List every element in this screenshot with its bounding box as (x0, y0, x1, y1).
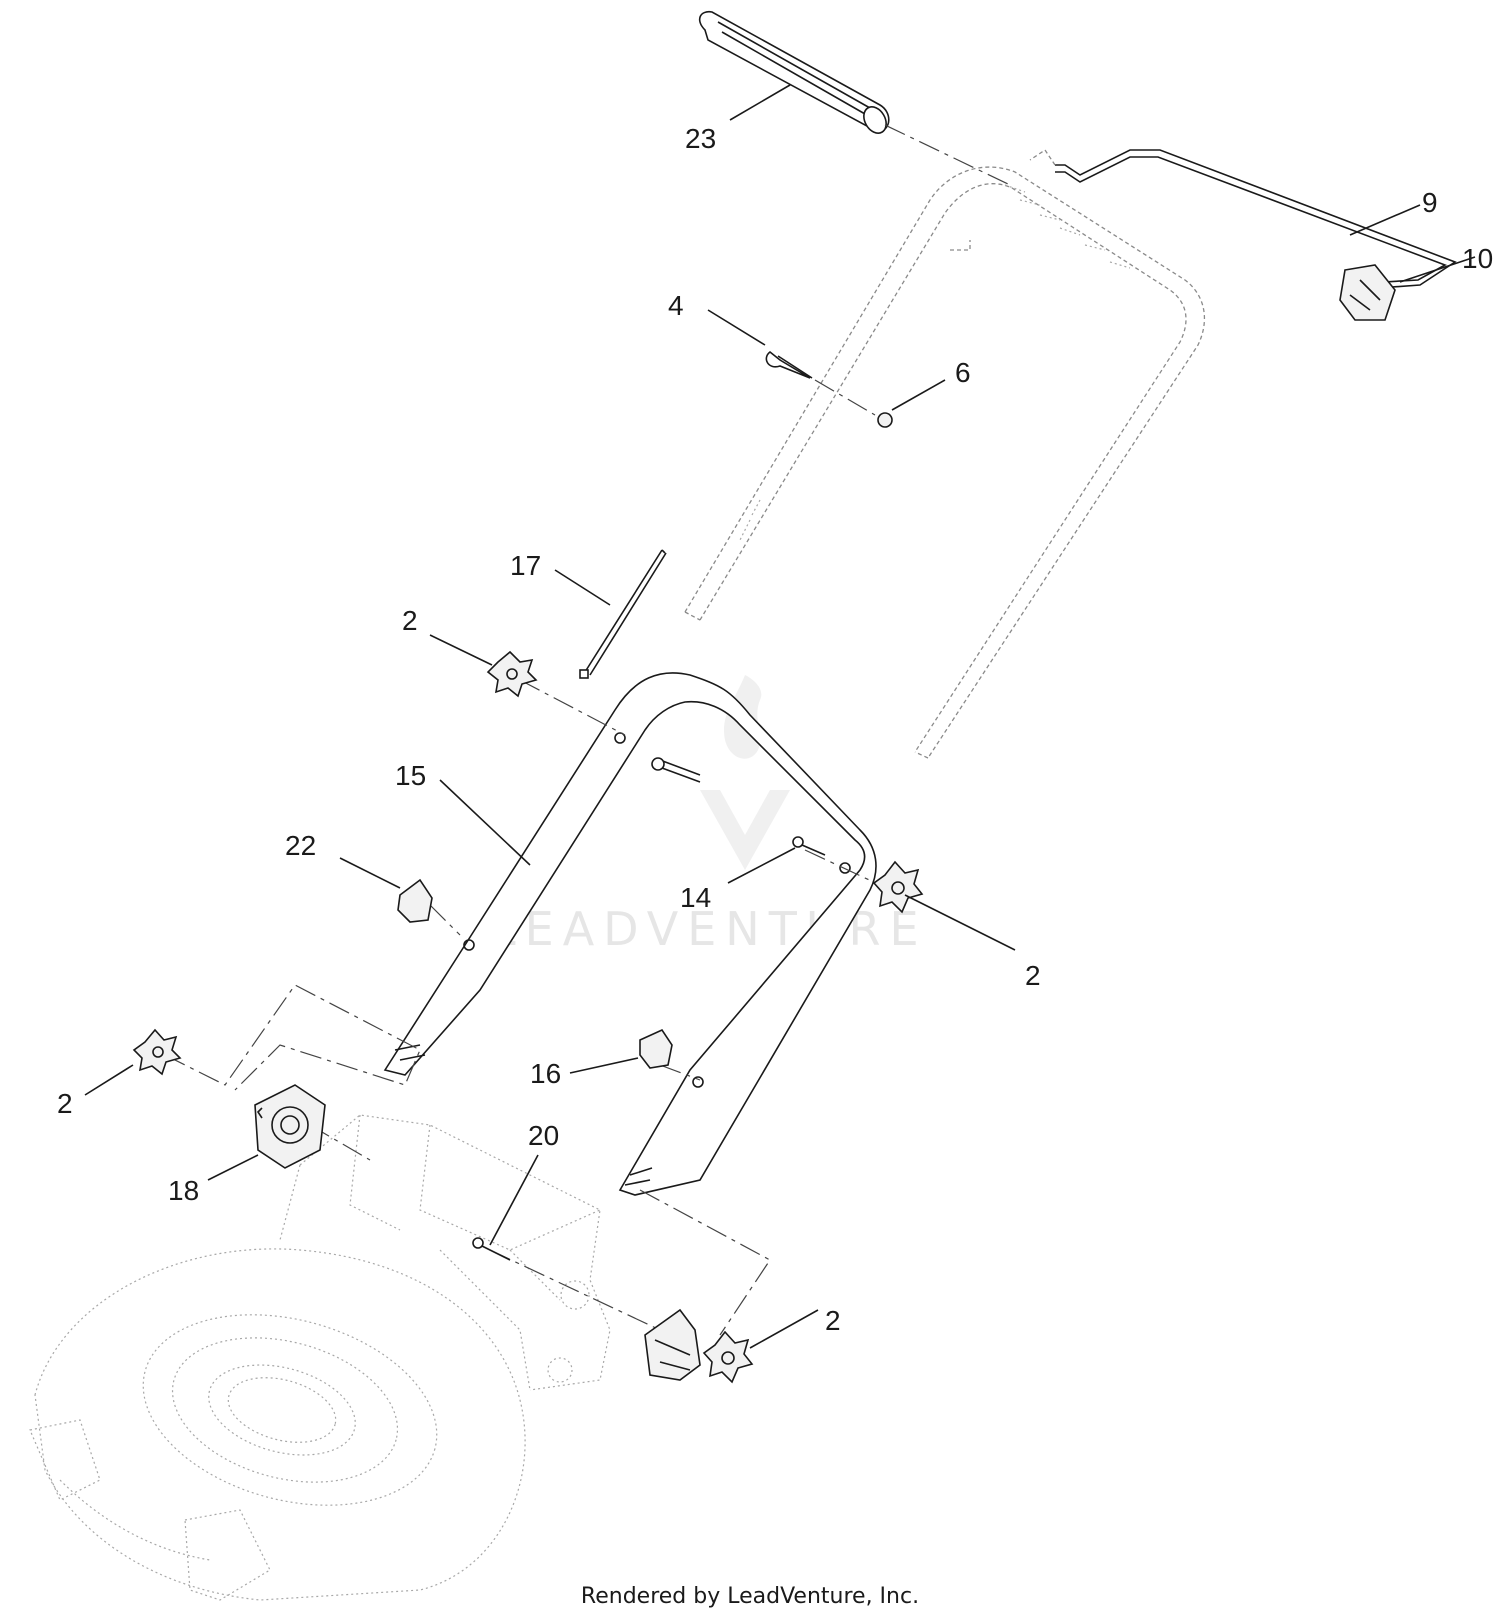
callout-2-upper: 2 (402, 605, 418, 636)
axis-16 (659, 1064, 701, 1081)
part-15-lower-handle (383, 672, 877, 1196)
part-20-bolt (472, 1237, 511, 1261)
axis-4 (814, 379, 876, 416)
bracket-right (639, 1189, 771, 1336)
part-23-grip (698, 10, 890, 134)
part-16-cable-guide (639, 1028, 673, 1069)
part-10-control-housing (1339, 264, 1396, 321)
part-2-knob-upper (486, 650, 538, 698)
callout-6: 6 (955, 357, 971, 388)
part-9-control-rod (1029, 149, 1457, 291)
callout-4: 4 (668, 290, 684, 321)
part-2-knob-left (132, 1028, 182, 1076)
height-bracket-right (644, 1308, 701, 1381)
axis-14 (804, 849, 881, 886)
part-4-clip (765, 350, 813, 379)
callout-18: 18 (168, 1175, 199, 1206)
callout-10: 10 (1462, 243, 1493, 274)
callout-17: 17 (510, 550, 541, 581)
callout-16: 16 (530, 1058, 561, 1089)
callout-20: 20 (528, 1120, 559, 1151)
leader-lines (84, 84, 1476, 1349)
callout-9: 9 (1422, 187, 1438, 218)
rendered-by-footer: Rendered by LeadVenture, Inc. (581, 1584, 919, 1609)
callout-15: 15 (395, 760, 426, 791)
callout-23: 23 (685, 123, 716, 154)
part-2-knob-lower (702, 1330, 754, 1384)
callouts: 23 9 10 4 6 17 2 15 22 14 2 2 16 18 20 2 (57, 123, 1493, 1336)
callout-14: 14 (680, 882, 711, 913)
part-6-nut (877, 412, 893, 428)
axis-20 (489, 1249, 661, 1331)
part-18-height-bracket (254, 1084, 326, 1169)
axis-2a (519, 679, 626, 736)
callout-2-right: 2 (1025, 960, 1041, 991)
part-22-cable-guide (397, 878, 433, 923)
callout-2-left: 2 (57, 1088, 73, 1119)
bracket-left (164, 984, 421, 1091)
callout-22: 22 (285, 830, 316, 861)
handle-bolt (651, 757, 701, 783)
axis-23 (884, 124, 1011, 186)
upper-handle-ghost (684, 166, 1206, 759)
part-2-knob-right (872, 860, 924, 914)
part-14-bolt (792, 836, 826, 856)
part-17-cable-tie (579, 549, 667, 679)
callout-2-lower: 2 (825, 1305, 841, 1336)
axis-22 (429, 904, 461, 936)
mower-deck-ghost (29, 1114, 611, 1601)
